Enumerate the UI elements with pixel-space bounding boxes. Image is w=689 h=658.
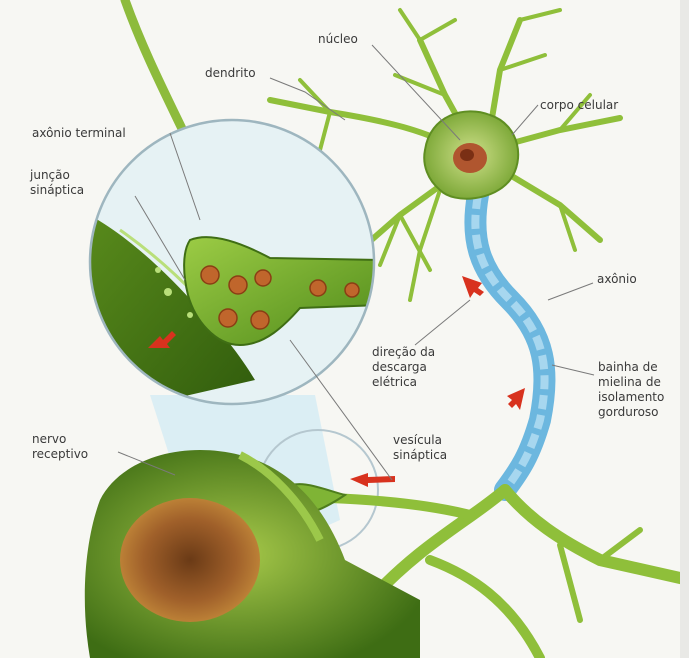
label-nervo-line2: receptivo <box>32 447 88 461</box>
page-edge <box>680 0 689 658</box>
label-direcao-line3: elétrica <box>372 375 417 389</box>
label-axonio: axônio <box>597 272 637 286</box>
label-nervo-line1: nervo <box>32 432 66 446</box>
label-vesicula-line2: sináptica <box>393 448 447 462</box>
label-direcao-line1: direção da <box>372 345 435 359</box>
label-bainha-line2: mielina de <box>598 375 661 389</box>
label-dendrito: dendrito <box>205 66 256 80</box>
label-bainha-line4: gorduroso <box>598 405 659 419</box>
label-vesicula-line1: vesícula <box>393 433 442 447</box>
label-bainha-line1: bainha de <box>598 360 658 374</box>
receptive-nerve-nucleus <box>120 498 260 622</box>
label-direcao-line2: descarga <box>372 360 427 374</box>
label-nucleo: núcleo <box>318 32 358 46</box>
label-juncao-sinaptica-line1: junção <box>30 168 70 182</box>
nucleolus <box>460 149 474 161</box>
label-axonio-terminal: axônio terminal <box>32 126 126 140</box>
label-juncao-sinaptica-line2: sináptica <box>30 183 84 197</box>
label-bainha-line3: isolamento <box>598 390 664 404</box>
label-corpo-celular: corpo celular <box>540 98 618 112</box>
